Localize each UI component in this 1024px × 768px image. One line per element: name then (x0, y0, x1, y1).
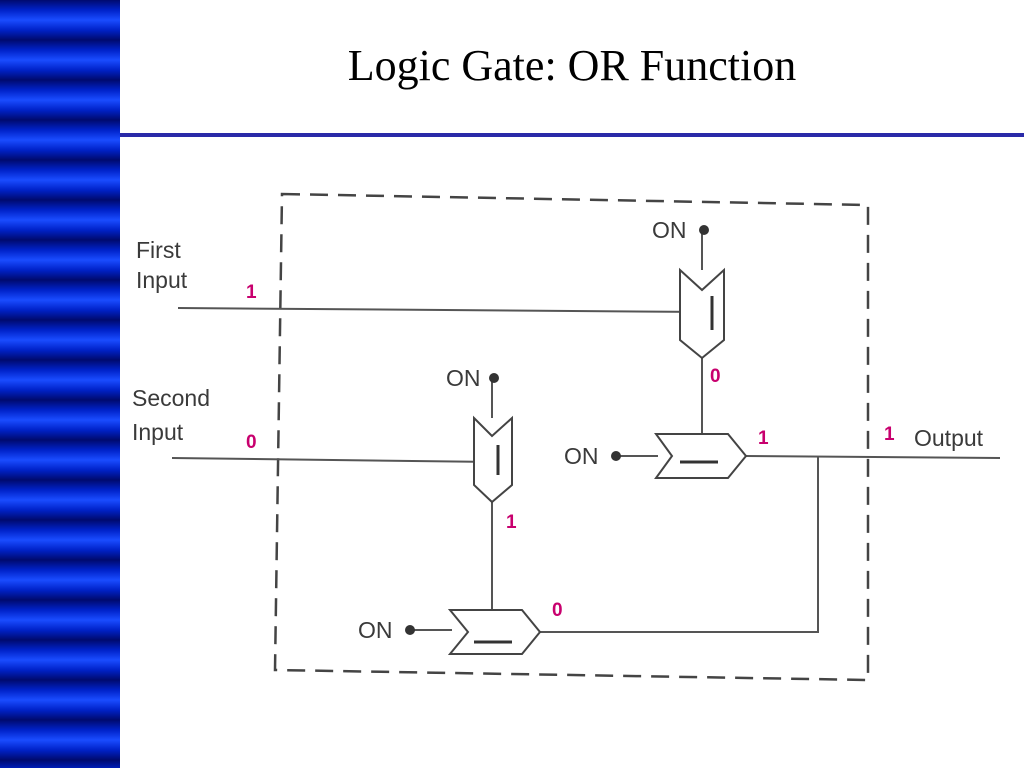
second-input-value: 0 (246, 432, 257, 453)
gate-c-output-value: 1 (758, 428, 769, 449)
gate-d-to-output-wire (540, 456, 819, 633)
power-dot-a (699, 225, 709, 235)
circuit-output-value: 1 (884, 424, 895, 445)
switch-gate-b (473, 415, 513, 504)
gate-b-output-value: 1 (506, 512, 517, 533)
gate-a-output-value: 0 (710, 366, 721, 387)
power-dot-b (489, 373, 499, 383)
on-label-d: ON (358, 617, 393, 643)
gate-d-output-value: 0 (552, 600, 563, 621)
title-divider (120, 133, 1024, 137)
sidebar-band (0, 0, 120, 768)
first-input-wire (177, 307, 709, 313)
switch-gate-a (679, 267, 725, 360)
on-label-b: ON (446, 365, 481, 391)
second-input-label-line2: Input (132, 419, 184, 445)
first-input-value: 1 (246, 282, 257, 303)
switch-gate-d (447, 609, 542, 655)
first-input-label-line1: First (136, 237, 181, 263)
power-dot-d (405, 625, 415, 635)
on-label-a: ON (652, 217, 687, 243)
second-input-label-line1: Second (132, 385, 210, 411)
slide-title: Logic Gate: OR Function (347, 41, 797, 90)
power-dot-c (611, 451, 621, 461)
switch-gate-c (654, 433, 748, 479)
first-input-label-line2: Input (136, 267, 188, 293)
on-label-c: ON (564, 443, 599, 469)
circuit-boundary (273, 192, 870, 682)
output-label: Output (914, 425, 984, 451)
output-wire (745, 455, 1001, 459)
second-input-wire (171, 457, 497, 463)
